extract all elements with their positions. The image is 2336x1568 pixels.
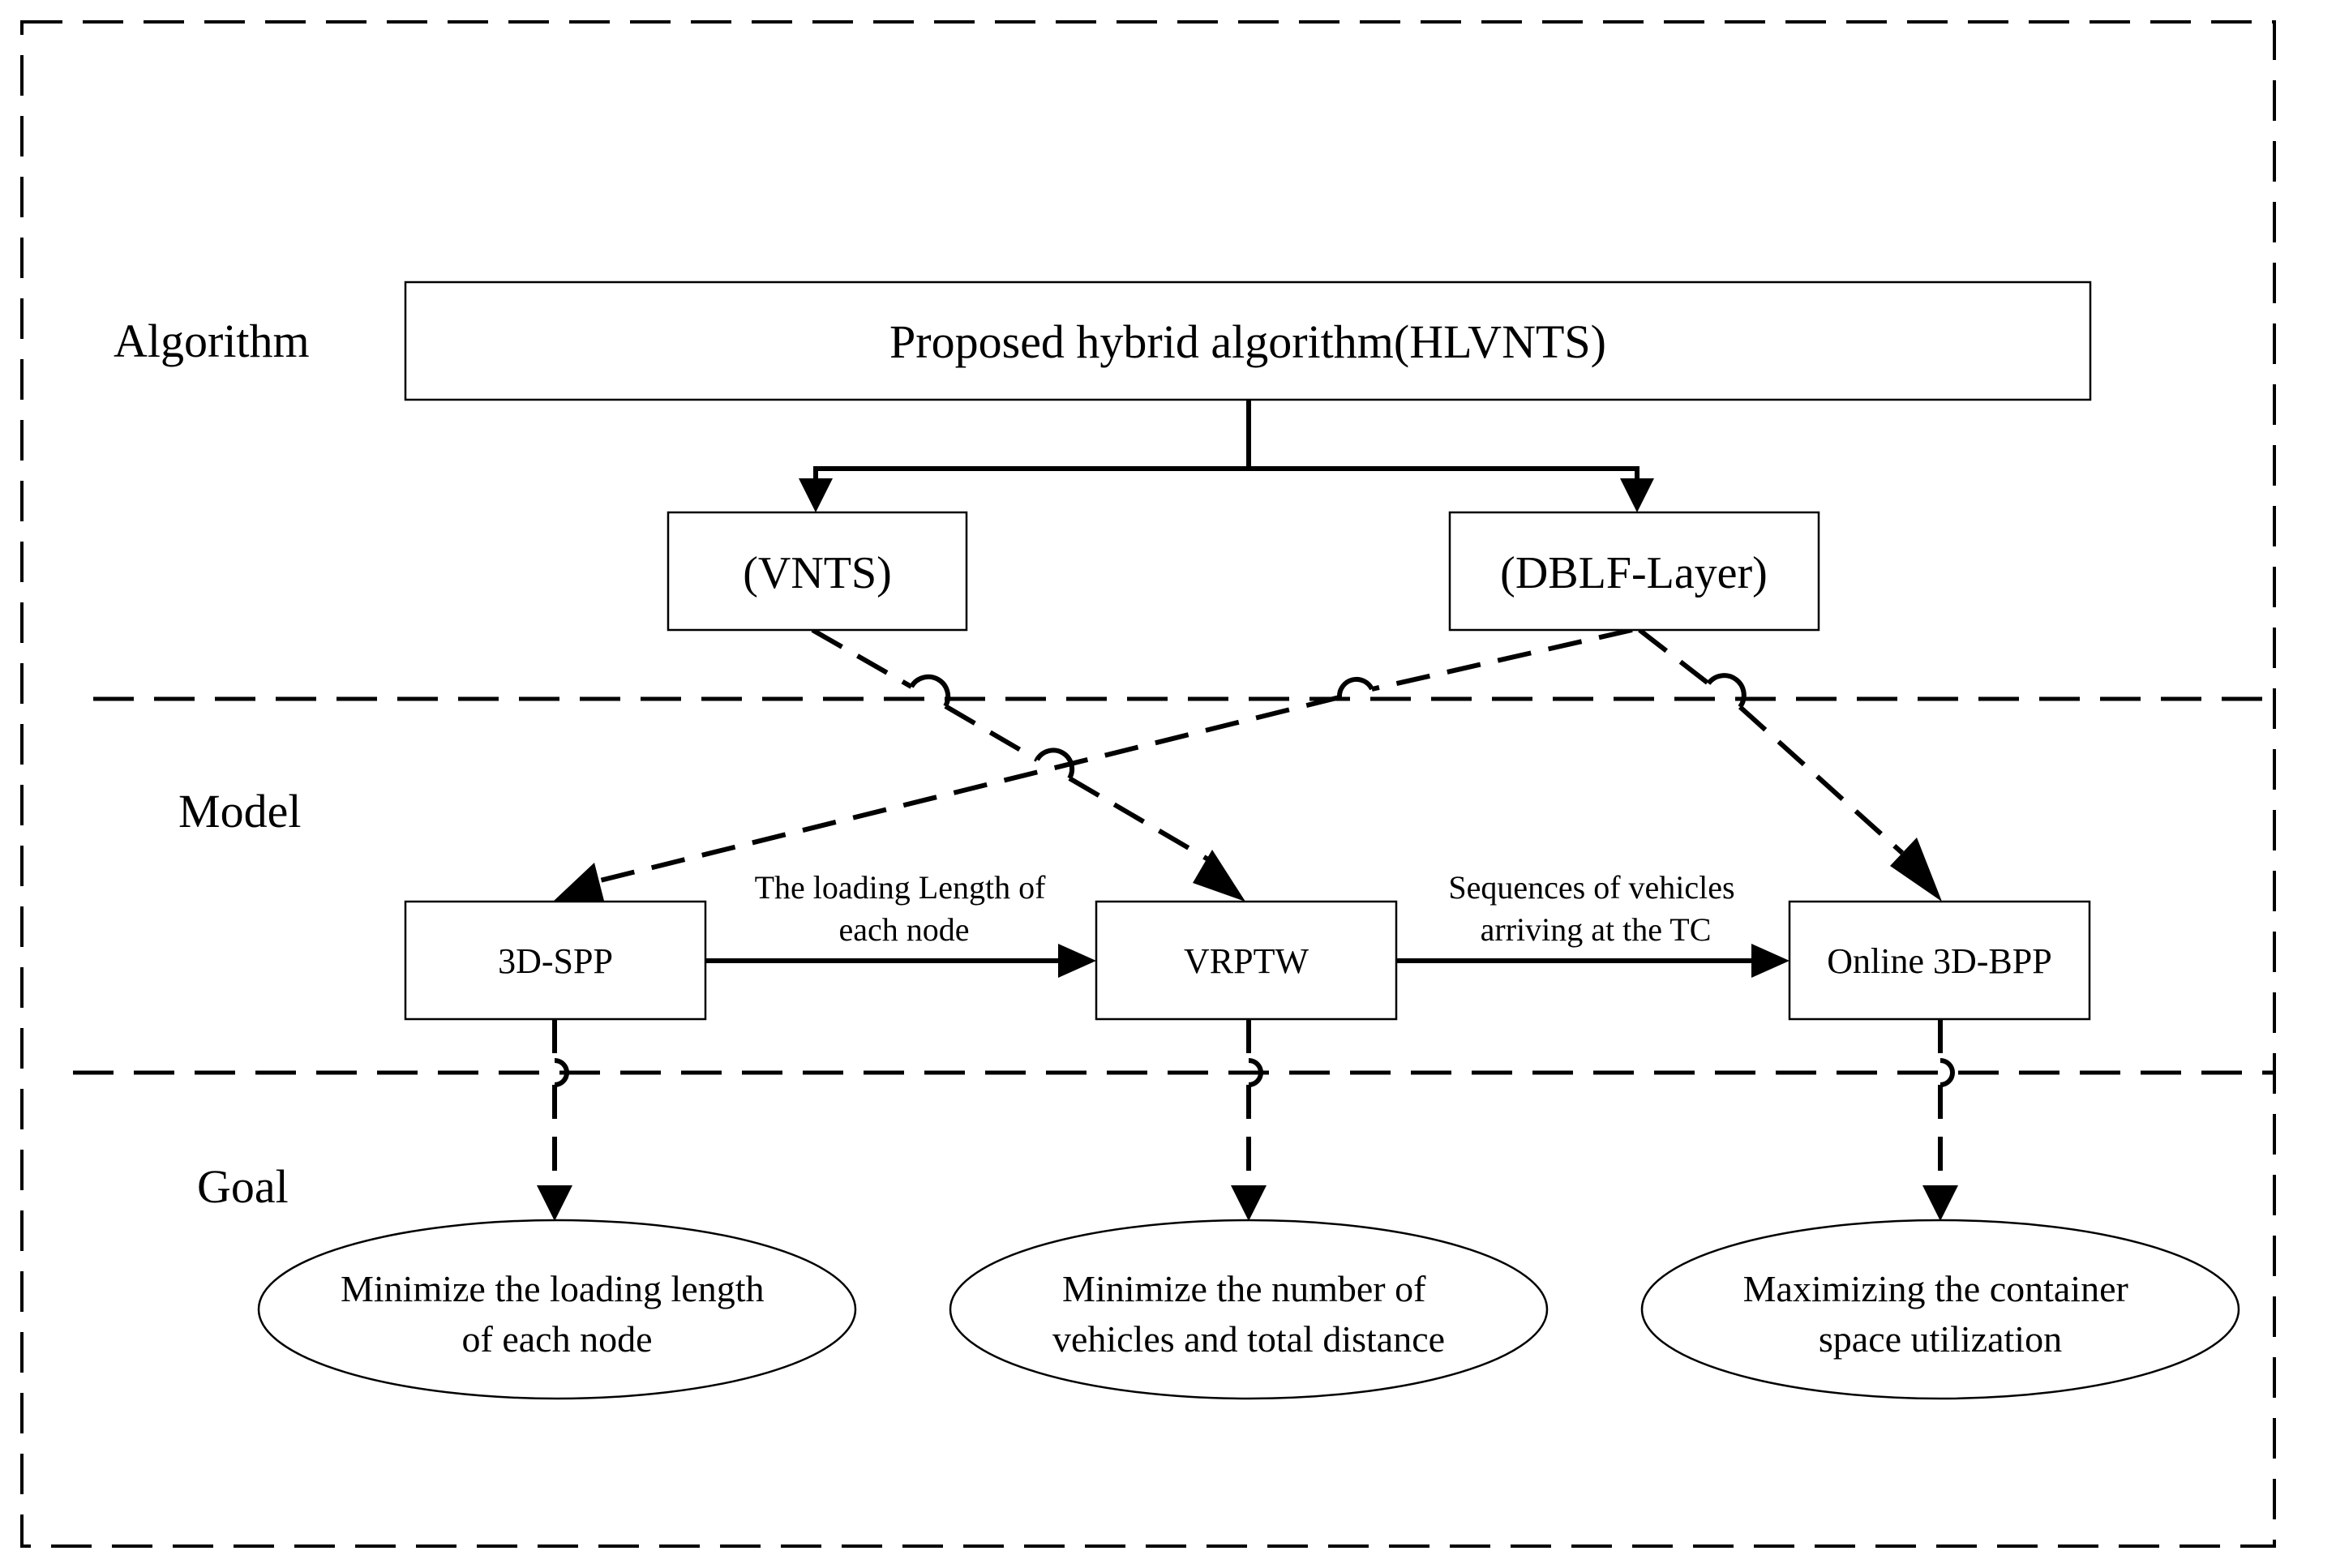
- arrow-vnts-to-vrptw: [811, 628, 1210, 862]
- hop-dblf-bpp-divider: [1706, 673, 1747, 709]
- goal-spp-line-2: of each node: [462, 1318, 653, 1360]
- vnts-box: (VNTS): [667, 511, 968, 632]
- edge-label-vrptw-bpp-line-1: Sequences of vehicles: [1448, 869, 1734, 906]
- goal-vrptw-line-1: Minimize the number of: [1062, 1268, 1426, 1309]
- hop-bpp-goal: [1940, 1058, 1955, 1087]
- goal-spp-ellipse: Minimize the loading length of each node: [257, 1219, 857, 1400]
- spp-model-label: 3D-SPP: [498, 941, 613, 981]
- arrowhead-to-vrptw: [1193, 850, 1245, 902]
- goal-spp-line-1: Minimize the loading length: [341, 1268, 765, 1309]
- main-algorithm-box: Proposed hybrid algorithm(HLVNTS): [404, 281, 2092, 401]
- hop-dblf-divider: [1336, 676, 1374, 698]
- arrowhead-bpp-goal: [1922, 1185, 1958, 1221]
- goal-spp-text: Minimize the loading length of each node: [341, 1268, 774, 1360]
- edge-label-vrptw-bpp-line-2: arriving at the TC: [1481, 911, 1712, 948]
- vrptw-model-box: VRPTW: [1095, 900, 1398, 1021]
- arrowhead-vrptw-to-bpp: [1751, 944, 1790, 978]
- spp-model-box: 3D-SPP: [404, 900, 707, 1021]
- hop-vnts-divider: [909, 674, 951, 708]
- edge-label-vrptw-bpp: Sequences of vehicles arriving at the TC: [1448, 869, 1742, 948]
- edge-label-spp-vrptw-line-2: each node: [838, 911, 969, 948]
- hop-spp-goal: [554, 1058, 569, 1087]
- dblf-layer-box: (DBLF-Layer): [1448, 511, 1820, 632]
- bpp-model-box: Online 3D-BPP: [1788, 900, 2091, 1021]
- bpp-model-label: Online 3D-BPP: [1827, 941, 2051, 981]
- hop-vrptw-goal: [1248, 1058, 1263, 1087]
- arrow-dblf-to-spp: [599, 628, 1633, 883]
- goal-bpp-text: Maximizing the container space utilizati…: [1743, 1268, 2138, 1360]
- arrowhead-to-vnts: [799, 478, 833, 512]
- main-algorithm-label: Proposed hybrid algorithm(HLVNTS): [889, 315, 1606, 368]
- arrow-dblf-to-bpp: [1638, 628, 1905, 855]
- arrowhead-to-dblf: [1620, 478, 1654, 512]
- goal-bpp-ellipse: Maximizing the container space utilizati…: [1640, 1219, 2240, 1400]
- arrowhead-spp-to-vrptw: [1058, 944, 1096, 978]
- arrowhead-spp-goal: [537, 1185, 572, 1221]
- goal-vrptw-ellipse: Minimize the number of vehicles and tota…: [949, 1219, 1549, 1400]
- edge-label-spp-vrptw: The loading Length of each node: [755, 869, 1054, 948]
- goal-vrptw-line-2: vehicles and total distance: [1052, 1318, 1445, 1360]
- arrowhead-to-spp: [553, 863, 604, 902]
- section-label-goal: Goal: [197, 1160, 289, 1213]
- vnts-label: (VNTS): [743, 548, 892, 598]
- section-label-model: Model: [178, 785, 301, 838]
- edge-label-spp-vrptw-line-1: The loading Length of: [755, 869, 1046, 906]
- vrptw-model-label: VRPTW: [1184, 941, 1309, 981]
- arrowhead-to-bpp: [1890, 838, 1942, 902]
- section-label-algorithm: Algorithm: [114, 315, 310, 367]
- dblf-layer-label: (DBLF-Layer): [1500, 548, 1768, 598]
- arrowhead-vrptw-goal: [1231, 1185, 1267, 1221]
- goal-bpp-line-1: Maximizing the container: [1743, 1268, 2128, 1309]
- hop-vnts-dblf-cross: [1035, 748, 1075, 780]
- goal-vrptw-text: Minimize the number of vehicles and tota…: [1052, 1268, 1445, 1360]
- outer-frame: [20, 20, 2276, 1548]
- goal-bpp-line-2: space utilization: [1819, 1318, 2062, 1360]
